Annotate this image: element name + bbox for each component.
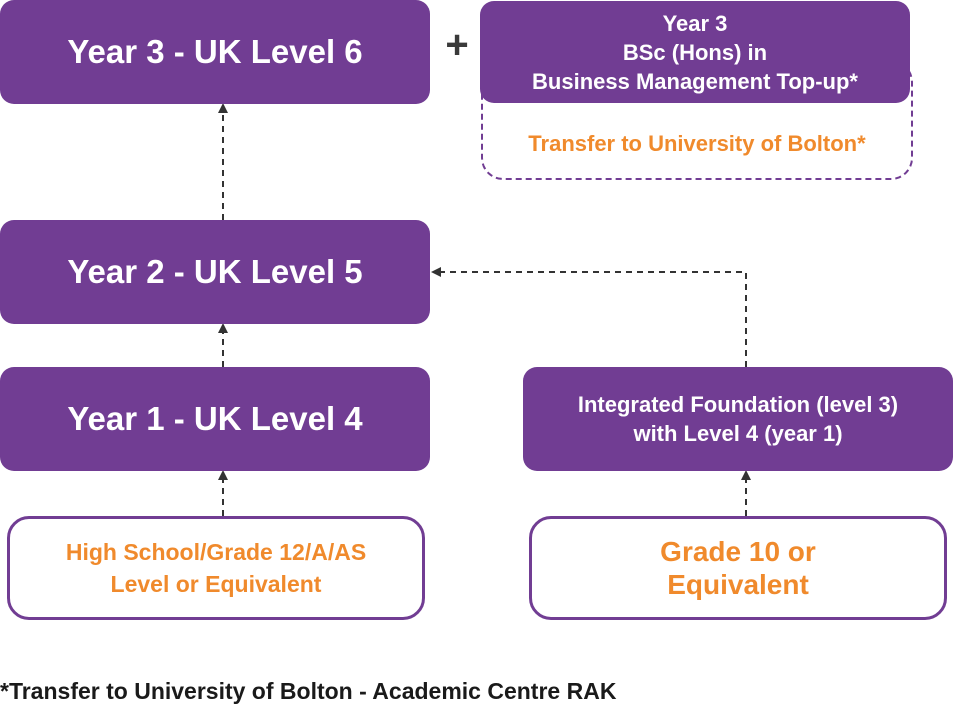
bsc-line-1: Year 3 <box>662 10 728 36</box>
high-school-line-1: High School/Grade 12/A/AS <box>65 539 367 565</box>
year2-level5-label: Year 2 - UK Level 5 <box>67 253 363 290</box>
plus-icon: + <box>445 23 469 67</box>
arrow-foundation-to-year2 <box>431 267 747 367</box>
year3-level6-box: Year 3 - UK Level 6 <box>0 0 430 104</box>
high-school-entry-box: High School/Grade 12/A/AS Level or Equiv… <box>7 516 425 620</box>
year3-level6-label: Year 3 - UK Level 6 <box>67 33 363 70</box>
bsc-line-3: Business Management Top-up* <box>532 68 858 94</box>
year2-level5-box: Year 2 - UK Level 5 <box>0 220 430 324</box>
grade10-line-1: Grade 10 or <box>660 536 816 567</box>
grade10-entry-box: Grade 10 or Equivalent <box>529 516 947 620</box>
year1-level4-box: Year 1 - UK Level 4 <box>0 367 430 471</box>
foundation-line-1: Integrated Foundation (level 3) <box>577 392 899 417</box>
high-school-line-2: Level or Equivalent <box>110 571 322 597</box>
year1-level4-label: Year 1 - UK Level 4 <box>67 400 363 437</box>
grade10-line-2: Equivalent <box>667 569 809 600</box>
bsc-line-2: BSc (Hons) in <box>622 39 768 65</box>
foundation-line-2: with Level 4 (year 1) <box>633 421 843 446</box>
bsc-top-up-box: Year 3 BSc (Hons) in Business Management… <box>480 1 910 103</box>
transfer-label: Transfer to University of Bolton* <box>528 131 866 156</box>
integrated-foundation-box: Integrated Foundation (level 3) with Lev… <box>523 367 953 471</box>
footnote: *Transfer to University of Bolton - Acad… <box>0 678 617 704</box>
